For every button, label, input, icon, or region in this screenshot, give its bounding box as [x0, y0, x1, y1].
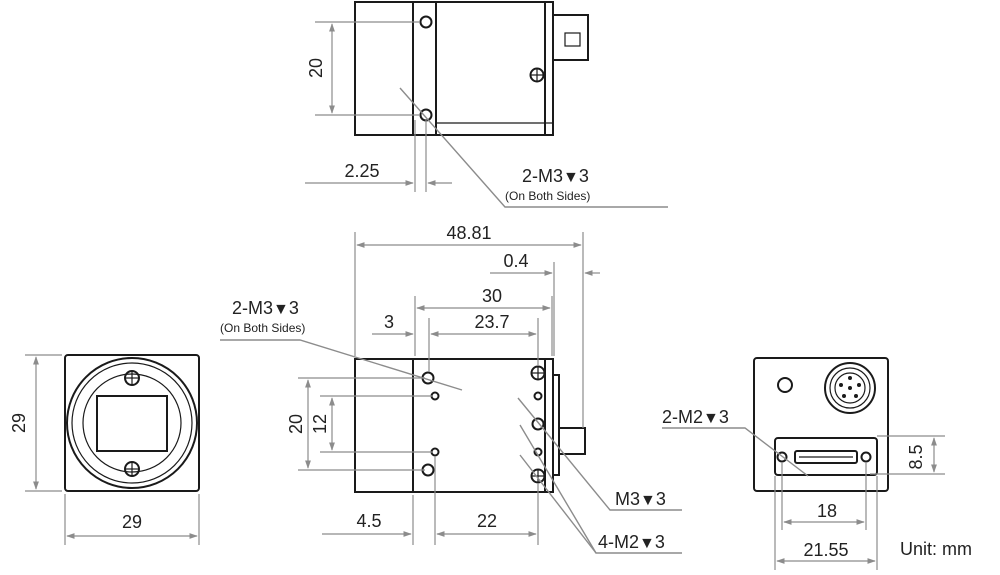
side-thread-note: (On Both Sides) — [220, 321, 305, 335]
screw-icon — [530, 365, 546, 381]
side-view: 48.81 0.4 30 3 23.7 2-M3▼3 (On Both Side… — [220, 223, 682, 554]
mount-hole-icon — [430, 447, 440, 457]
led-icon — [777, 377, 793, 393]
sensor-window — [96, 395, 168, 452]
front-view-body — [64, 354, 200, 492]
rear-vertical-label: 8.5 — [906, 444, 926, 469]
side-view-body — [354, 358, 554, 493]
side-hole-pitch-label: 23.7 — [474, 312, 509, 332]
screw-icon — [124, 461, 140, 477]
mount-hole-icon — [419, 108, 433, 122]
units-label: Unit: mm — [900, 539, 972, 559]
top-view: 20 2.25 2-M3▼3 (On Both Sides) — [305, 1, 668, 208]
mount-hole-icon — [860, 451, 872, 463]
side-bottom-span-label: 22 — [477, 511, 497, 531]
rear-outer-width-label: 21.55 — [803, 540, 848, 560]
side-bottom-left-label: 4.5 — [356, 511, 381, 531]
usb-port — [774, 437, 878, 476]
top-height-label: 20 — [306, 58, 326, 78]
top-thread-note: (On Both Sides) — [505, 189, 590, 203]
rear-view-thread-label: 2-M2▼3 — [662, 407, 729, 427]
rear-thread-label: M3▼3 — [615, 489, 666, 509]
mount-hole-icon — [419, 15, 433, 29]
side-hole-edge-label: 3 — [384, 312, 394, 332]
mount-hole-icon — [430, 391, 440, 401]
side-thread-label: 2-M3▼3 — [232, 298, 299, 318]
side-height-label: 20 — [286, 414, 306, 434]
side-length-label: 48.81 — [446, 223, 491, 243]
screw-icon — [530, 468, 546, 484]
front-height-label: 29 — [9, 413, 29, 433]
side-flange-label: 0.4 — [503, 251, 528, 271]
rear-inner-width-label: 18 — [817, 501, 837, 521]
front-view: 29 29 — [9, 354, 200, 545]
rear-view-body — [753, 357, 889, 492]
front-width-label: 29 — [122, 512, 142, 532]
screw-icon — [529, 67, 545, 83]
side-inner-height-label: 12 — [310, 414, 330, 434]
mount-hole-icon — [533, 391, 543, 401]
rear-view: 2-M2▼3 8.5 18 21.55 — [662, 357, 945, 570]
top-thread-label: 2-M3▼3 — [522, 166, 589, 186]
top-offset-label: 2.25 — [344, 161, 379, 181]
io-connector-icon — [824, 362, 876, 414]
side-hole-span-label: 30 — [482, 286, 502, 306]
screw-icon — [124, 370, 140, 386]
rear-holes-label: 4-M2▼3 — [598, 532, 665, 552]
mount-hole-icon — [776, 451, 788, 463]
mount-hole-icon — [531, 417, 545, 431]
